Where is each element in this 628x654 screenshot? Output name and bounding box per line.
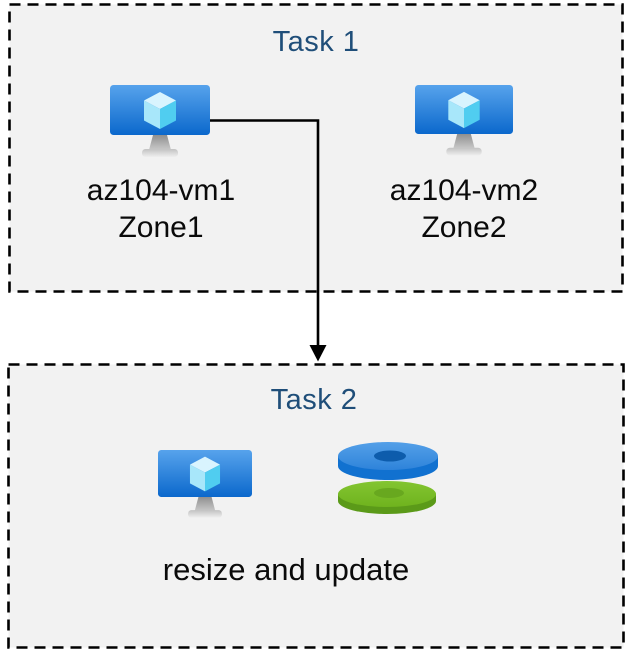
vm-icon <box>415 85 513 159</box>
vm-icon <box>158 450 252 521</box>
vm1-label: az104-vm1 Zone1 <box>60 172 262 246</box>
connector-line <box>210 119 320 347</box>
vm-icon <box>110 85 210 160</box>
task1-title: Task 1 <box>272 26 360 58</box>
disks-icon <box>336 442 440 516</box>
vm2-name: az104-vm2 <box>389 174 539 207</box>
vm1-name: az104-vm1 <box>86 174 236 207</box>
task1-box <box>8 3 624 293</box>
task2-box <box>7 363 625 649</box>
task2-caption: resize and update <box>162 552 410 587</box>
arrow-head-icon <box>309 345 327 362</box>
vm2-zone: Zone2 <box>421 211 507 244</box>
vm1-zone: Zone1 <box>118 211 204 244</box>
vm2-label: az104-vm2 Zone2 <box>363 172 565 246</box>
task2-title: Task 2 <box>270 384 358 416</box>
